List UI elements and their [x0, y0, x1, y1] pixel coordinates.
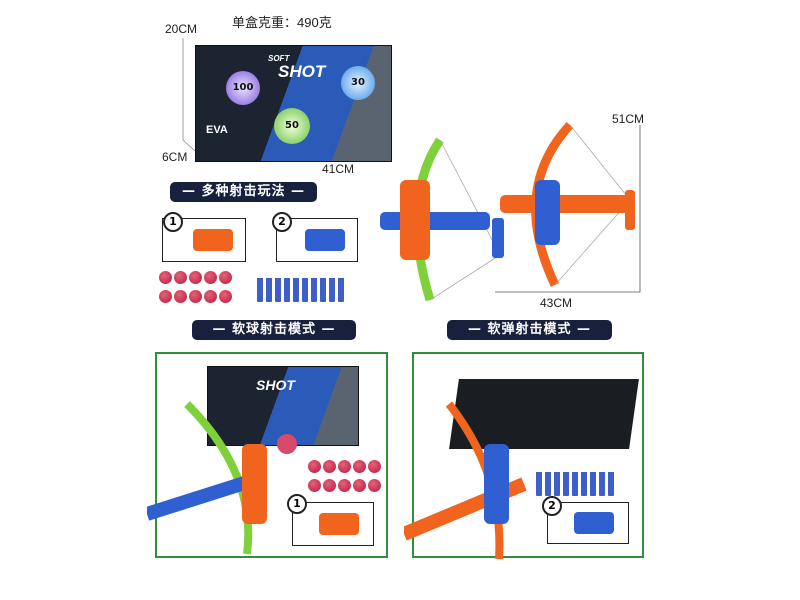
- ball-mode-step-badge: 1: [287, 494, 307, 514]
- material-label: EVA: [206, 124, 228, 136]
- foam-darts: [255, 272, 355, 306]
- target-50: 50: [274, 108, 310, 144]
- ball-mode-step-thumb: [292, 502, 374, 546]
- ball-mode-panel: SHOT 1: [147, 352, 388, 558]
- foam-balls: [158, 270, 243, 308]
- bow-right: [500, 121, 635, 287]
- product-width-label: 43CM: [540, 296, 573, 310]
- step-1-badge: 1: [163, 212, 183, 232]
- brand-small: SOFT: [268, 54, 290, 63]
- ball-box-logo: SHOT: [256, 377, 295, 393]
- step-1-thumb: [162, 218, 246, 262]
- target-30: 30: [341, 66, 375, 100]
- box-height-label: 20CM: [165, 22, 198, 36]
- target-100: 100: [226, 71, 260, 105]
- box-depth-label: 6CM: [162, 150, 188, 164]
- dart-mode-panel: 2: [404, 352, 644, 560]
- bow-left: [380, 137, 504, 302]
- box-width-label: 41CM: [322, 162, 355, 176]
- weight-label: 单盒克重：490克: [232, 15, 332, 30]
- product-height-label: 51CM: [612, 112, 645, 126]
- dart-mode-title: — 软弹射击模式 —: [447, 320, 612, 340]
- brand-logo: SHOT: [278, 62, 326, 81]
- modes-title: — 多种射击玩法 —: [170, 182, 317, 202]
- package-box: SOFT SHOT 100 30 50 EVA: [195, 45, 392, 162]
- dart-mode-step-badge: 2: [542, 496, 562, 516]
- step-2-badge: 2: [272, 212, 292, 232]
- ball-mode-title: — 软球射击模式 —: [192, 320, 356, 340]
